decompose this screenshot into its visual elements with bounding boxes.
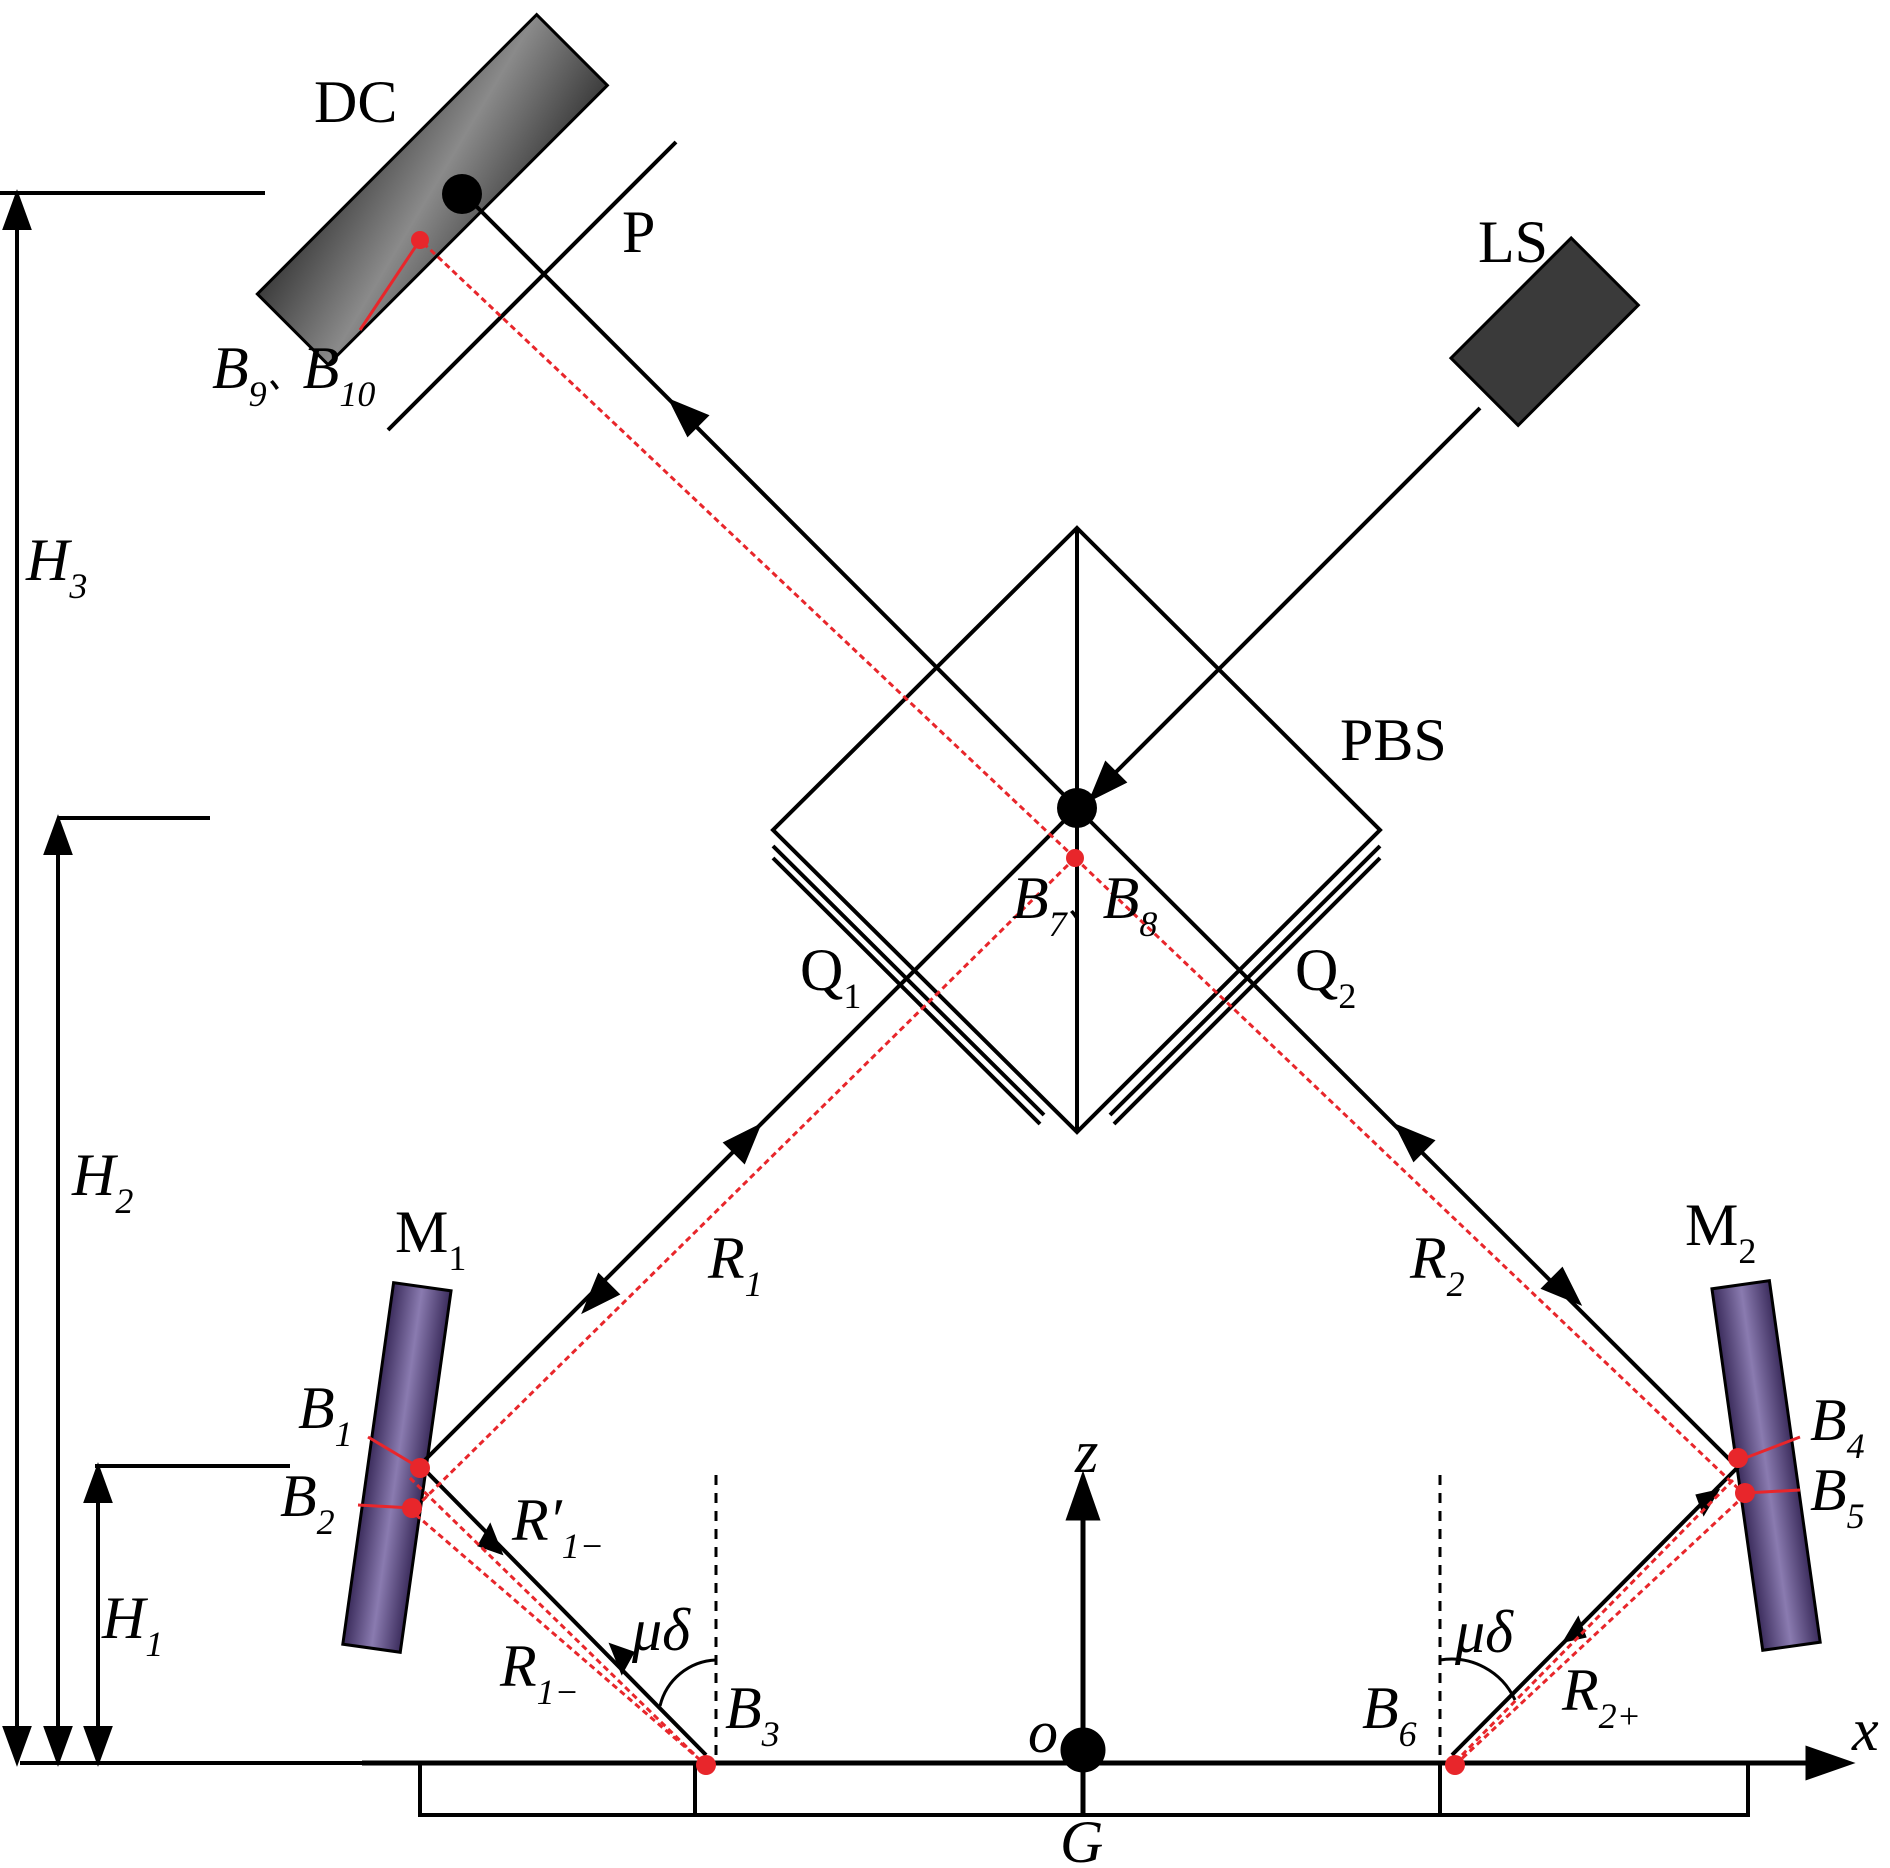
height-dimensions xyxy=(0,189,362,1767)
detector-dc xyxy=(255,12,610,367)
black-junction-dots xyxy=(442,174,1097,828)
q1-plate-b xyxy=(771,856,1042,1126)
origin-dot xyxy=(1060,1727,1106,1773)
label-b2: B2 xyxy=(280,1463,335,1542)
beam-m1-to-b3 xyxy=(418,1463,708,1757)
labels: DC P LS PBS Q1 Q2 M1 M2 R1 R2 R′1− R1− R… xyxy=(25,69,1879,1868)
mirror-m2 xyxy=(1710,1279,1822,1652)
polarizer-p xyxy=(386,140,678,432)
point-b4 xyxy=(1728,1448,1748,1468)
label-q1: Q1 xyxy=(800,937,861,1016)
pbs-center-dot xyxy=(1057,788,1097,828)
axes xyxy=(362,1470,1856,1815)
beam-ls-to-pbs xyxy=(1088,406,1482,800)
label-p: P xyxy=(622,199,655,265)
label-axis-z: z xyxy=(1074,1419,1098,1485)
label-b4: B4 xyxy=(1810,1387,1865,1466)
label-h2: H2 xyxy=(71,1142,133,1221)
label-r2: R2 xyxy=(1409,1225,1465,1304)
label-axis-x: x xyxy=(1851,1697,1879,1763)
label-origin: o xyxy=(1028,1699,1058,1765)
q1-plate-a xyxy=(771,844,1046,1117)
black-beams xyxy=(418,188,1742,1757)
red-points xyxy=(402,231,1755,1775)
label-m1: M1 xyxy=(395,1199,466,1278)
label-b5: B5 xyxy=(1810,1457,1865,1536)
q2-plate-b xyxy=(1112,856,1382,1126)
label-q2: Q2 xyxy=(1295,937,1356,1016)
red-beams xyxy=(407,238,1747,1767)
label-b9-b10: B9、B10 xyxy=(212,335,375,414)
label-r1-prime: R′1− xyxy=(511,1487,604,1566)
beam-b6-to-m2 xyxy=(1450,1463,1742,1757)
laser-source xyxy=(1448,235,1641,428)
label-mu-delta-right: μδ xyxy=(1454,1599,1514,1665)
label-r1-minus: R1− xyxy=(499,1633,579,1712)
label-ls: LS xyxy=(1478,209,1548,275)
point-b7-b8 xyxy=(1066,849,1084,867)
normals xyxy=(714,1475,1442,1760)
label-h3: H3 xyxy=(25,527,87,606)
z-axis-arrowhead xyxy=(1065,1470,1101,1521)
label-b1: B1 xyxy=(298,1375,353,1454)
label-r2-plus: R2+ xyxy=(1561,1657,1641,1736)
label-mu-delta-left: μδ xyxy=(631,1597,691,1663)
q2-plate-a xyxy=(1108,844,1382,1117)
dc-beam-dot xyxy=(442,174,482,214)
label-b6: B6 xyxy=(1362,1675,1417,1754)
label-b3: B3 xyxy=(725,1675,780,1754)
label-pbs: PBS xyxy=(1340,707,1447,773)
beam-pbs-to-dc xyxy=(458,188,1079,810)
label-h1: H1 xyxy=(101,1585,163,1664)
point-b2 xyxy=(402,1498,422,1518)
label-grating: G xyxy=(1060,1809,1103,1868)
angle-arcs xyxy=(658,1657,1517,1707)
point-b9-b10 xyxy=(411,231,429,249)
mirror-m1 xyxy=(341,1281,453,1654)
label-r1: R1 xyxy=(707,1225,763,1304)
label-b7-b8: B7、B8 xyxy=(1012,865,1157,944)
pbs-cube xyxy=(770,525,1383,1135)
point-b6 xyxy=(1445,1755,1465,1775)
point-b3 xyxy=(696,1755,716,1775)
label-m2: M2 xyxy=(1685,1192,1756,1271)
point-b1 xyxy=(410,1458,430,1478)
x-axis-arrowhead xyxy=(1805,1745,1856,1781)
label-dc: DC xyxy=(314,69,397,135)
point-b5 xyxy=(1735,1483,1755,1503)
